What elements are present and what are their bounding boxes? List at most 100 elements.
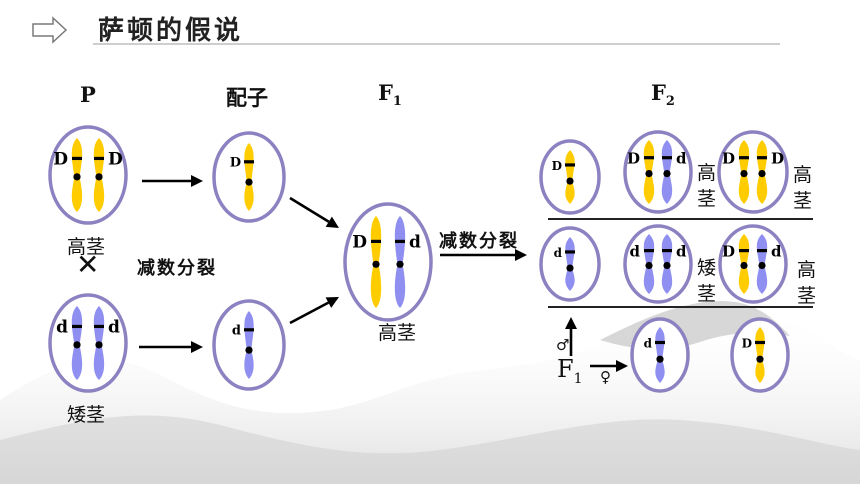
allele-label: d — [409, 232, 421, 252]
centromere — [740, 261, 748, 270]
allele-label: d — [108, 317, 120, 337]
cell-membrane — [48, 293, 128, 393]
centromere — [245, 346, 253, 354]
cell-membrane — [717, 130, 789, 214]
allele-label: d — [554, 246, 563, 260]
allele-label: d — [676, 150, 687, 168]
allele-label: d — [676, 243, 687, 261]
allele-label: D — [53, 149, 68, 169]
gene-locus — [662, 249, 672, 253]
gene-locus — [72, 156, 82, 161]
gene-locus — [244, 328, 254, 332]
arrow-p-dwarf-to-gamete — [139, 341, 203, 353]
centromere — [663, 261, 671, 270]
allele-label: D — [771, 150, 784, 168]
header-f2: F2 — [651, 80, 675, 110]
gene-locus — [739, 249, 749, 253]
centromere — [396, 260, 404, 268]
allele-label: D — [722, 150, 735, 168]
allele-label: d — [56, 317, 68, 337]
header-gamete: 配子 — [226, 85, 268, 110]
centromere — [95, 173, 103, 181]
background-mountains — [0, 301, 860, 484]
allele-label: D — [352, 232, 367, 252]
label-f2-tall-2: 高茎 — [793, 164, 813, 212]
centromere — [73, 173, 81, 181]
cell-gamete-D: D — [212, 131, 286, 223]
gene-locus — [395, 239, 405, 243]
allele-label: D — [627, 150, 640, 168]
centromere — [758, 170, 766, 178]
label-meiosis-p: 减数分裂 — [137, 258, 217, 279]
allele-label: D — [108, 149, 123, 169]
gene-locus — [655, 340, 665, 345]
centromere — [740, 170, 748, 178]
arrow-icon — [32, 16, 68, 44]
chromosome-recessive — [244, 311, 254, 379]
allele-label: d — [232, 324, 241, 339]
centromere — [95, 341, 103, 349]
male-symbol: ♂ — [556, 336, 570, 354]
arrow-p-tall-to-gamete — [142, 175, 203, 187]
cell-membrane — [48, 125, 128, 225]
arrow-gamete-d-to-f1 — [289, 297, 339, 325]
arrow-gamete-D-to-f1 — [289, 196, 339, 228]
cell-f2-female-D: D — [730, 317, 790, 393]
cross-icon: ✕ — [76, 248, 100, 281]
arrow-f1-to-f2 — [440, 249, 527, 261]
arrow-female-right — [590, 360, 628, 372]
centromere — [245, 178, 253, 186]
gene-locus — [72, 324, 82, 329]
centromere — [73, 341, 81, 349]
gene-locus — [757, 249, 767, 253]
allele-label: D — [742, 336, 752, 350]
allele-label: d — [771, 243, 782, 261]
chromosome-dominant — [244, 143, 254, 211]
cell-membrane — [343, 202, 433, 322]
centromere — [645, 170, 653, 178]
cell-membrane — [718, 224, 788, 304]
centromere — [758, 261, 766, 270]
header-p: P — [80, 82, 96, 107]
arrow-male-up — [565, 317, 577, 356]
female-symbol: ♀ — [600, 368, 611, 386]
centromere — [566, 264, 574, 272]
label-f1-bottom: F1 — [557, 355, 583, 387]
centromere — [756, 355, 764, 363]
gene-locus — [757, 156, 767, 160]
gene-locus — [565, 250, 575, 254]
gene-locus — [94, 324, 104, 329]
cell-gamete-d: d — [212, 299, 286, 391]
label-f2-tall-3: 高茎 — [797, 259, 817, 307]
gene-locus — [244, 160, 254, 164]
label-tall-f1: 高茎 — [378, 322, 417, 344]
allele-label: D — [230, 156, 241, 171]
centromere — [663, 170, 671, 178]
label-f2-dwarf: 矮茎 — [697, 257, 717, 305]
label-meiosis-f1: 减数分裂 — [439, 231, 519, 252]
gene-locus — [565, 163, 575, 167]
centromere — [372, 260, 380, 268]
label-dwarf-p: 矮茎 — [67, 404, 106, 426]
allele-label: d — [644, 336, 653, 350]
cell-membrane — [623, 224, 693, 304]
gene-locus — [739, 156, 749, 160]
cell-membrane — [623, 130, 693, 214]
label-f2-tall-1: 高茎 — [697, 162, 717, 210]
centromere — [566, 177, 574, 185]
cell-f2-gamete-d: d — [539, 226, 601, 302]
centromere — [645, 261, 653, 270]
gene-locus — [94, 156, 104, 161]
cell-f2-female-d: d — [630, 317, 690, 393]
gene-locus — [755, 340, 765, 345]
gene-locus — [644, 249, 654, 253]
allele-label: D — [722, 243, 735, 261]
cell-f2-gamete-D: D — [539, 139, 601, 215]
